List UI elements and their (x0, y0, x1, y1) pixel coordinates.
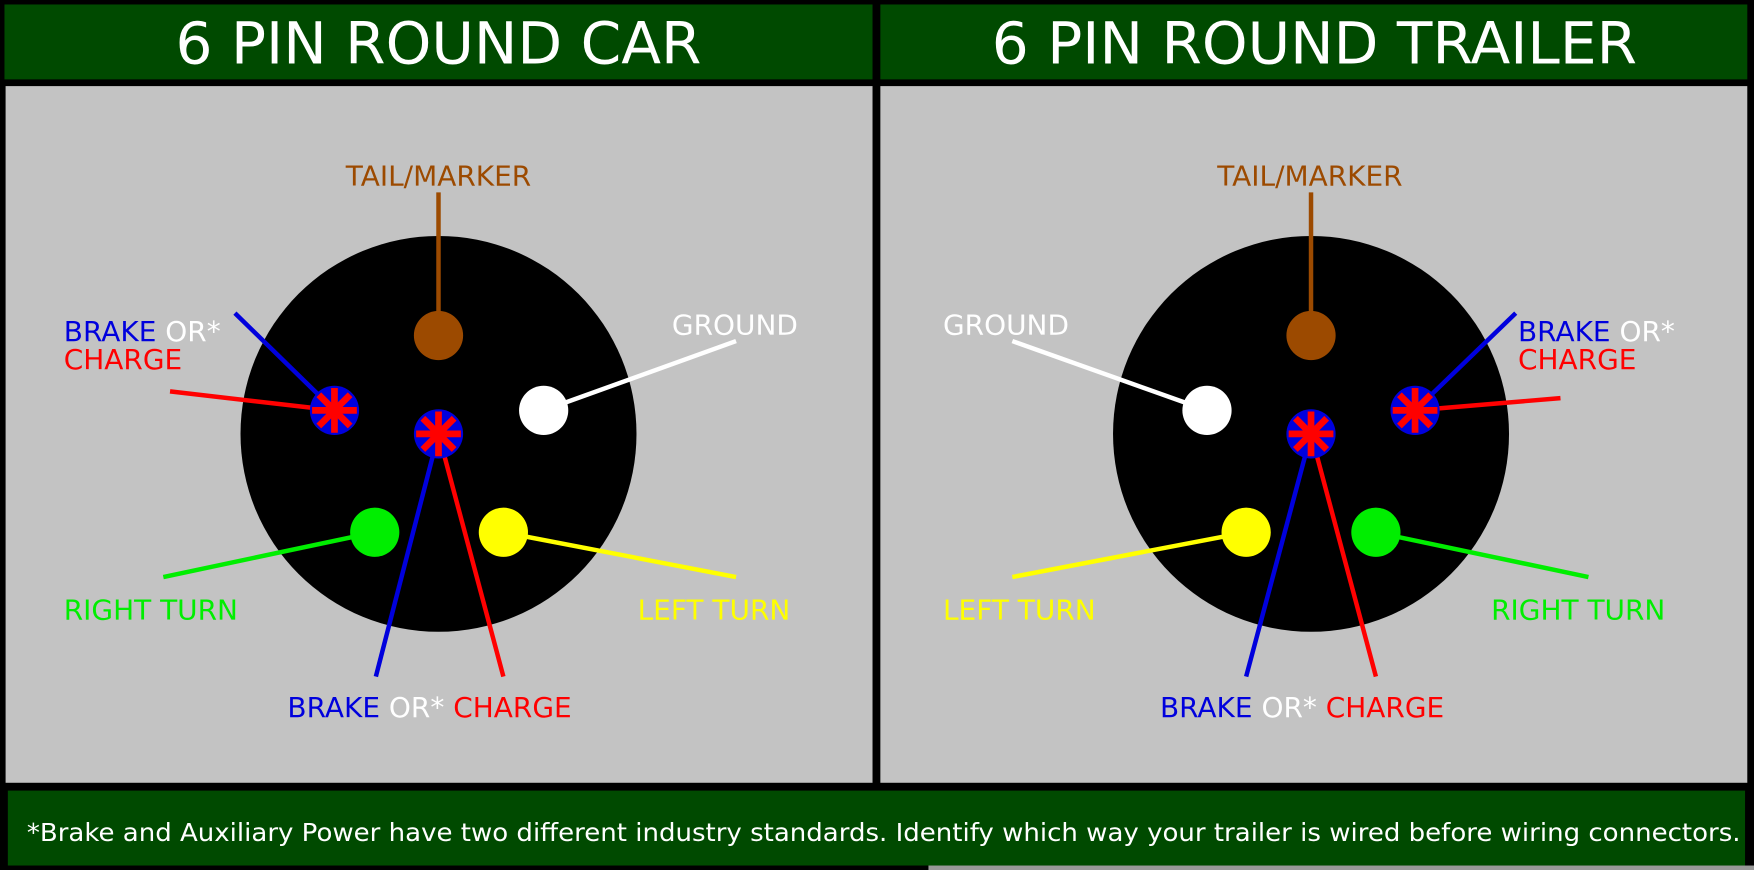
side-brake-charge-pin (1390, 386, 1439, 435)
side-charge-label: CHARGE (1518, 343, 1636, 376)
left-turn-label: LEFT TURN (943, 594, 1096, 627)
footer-bottom-strip (928, 865, 1754, 870)
trailer-title: 6 PIN ROUND TRAILER (992, 10, 1637, 78)
right-turn-pin (350, 507, 400, 557)
charge-label: CHARGE (1326, 691, 1444, 724)
ground-label: GROUND (672, 308, 798, 341)
car-title: 6 PIN ROUND CAR (176, 10, 702, 78)
car-connector-panel: 6 PIN ROUND CAR TAIL/MARKER BRAKE OR* CH… (4, 4, 873, 783)
left-turn-pin (478, 507, 528, 557)
ground-pin (1182, 385, 1232, 435)
side-brake-or-label: BRAKE OR* (64, 315, 221, 348)
brake-label: BRAKE (1518, 315, 1611, 348)
center-brake-charge-pin (1286, 409, 1335, 458)
brake-label: BRAKE (1160, 691, 1253, 724)
brake-label: BRAKE (287, 691, 380, 724)
footer-note: *Brake and Auxiliary Power have two diff… (27, 818, 1741, 847)
or-label: OR* (1261, 691, 1316, 724)
side-charge-label: CHARGE (64, 343, 182, 376)
right-turn-label: RIGHT TURN (64, 594, 238, 627)
charge-label: CHARGE (453, 691, 571, 724)
ground-pin (519, 385, 569, 435)
side-brake-charge-pin (310, 386, 359, 435)
car-header (4, 4, 873, 80)
left-turn-label: LEFT TURN (638, 594, 791, 627)
bottom-brake-charge-label: BRAKE OR* CHARGE (287, 691, 571, 724)
trailer-header (880, 4, 1748, 80)
bottom-brake-charge-label: BRAKE OR* CHARGE (1160, 691, 1444, 724)
right-turn-pin (1351, 507, 1401, 557)
footer-banner (7, 790, 1746, 866)
center-brake-charge-pin (414, 409, 463, 458)
left-turn-pin (1221, 507, 1271, 557)
or-label: OR* (165, 315, 220, 348)
tail-marker-pin (1286, 310, 1336, 361)
tail-marker-label: TAIL/MARKER (345, 160, 531, 193)
brake-label: BRAKE (64, 315, 157, 348)
tail-marker-label: TAIL/MARKER (1216, 160, 1402, 193)
or-label: OR* (1619, 315, 1674, 348)
trailer-connector-panel: 6 PIN ROUND TRAILER TAIL/MARKER GROUND B… (880, 4, 1748, 783)
or-label: OR* (389, 691, 444, 724)
ground-label: GROUND (943, 308, 1069, 341)
side-brake-or-label: BRAKE OR* (1518, 315, 1675, 348)
tail-marker-pin (413, 310, 464, 361)
right-turn-label: RIGHT TURN (1491, 594, 1665, 627)
